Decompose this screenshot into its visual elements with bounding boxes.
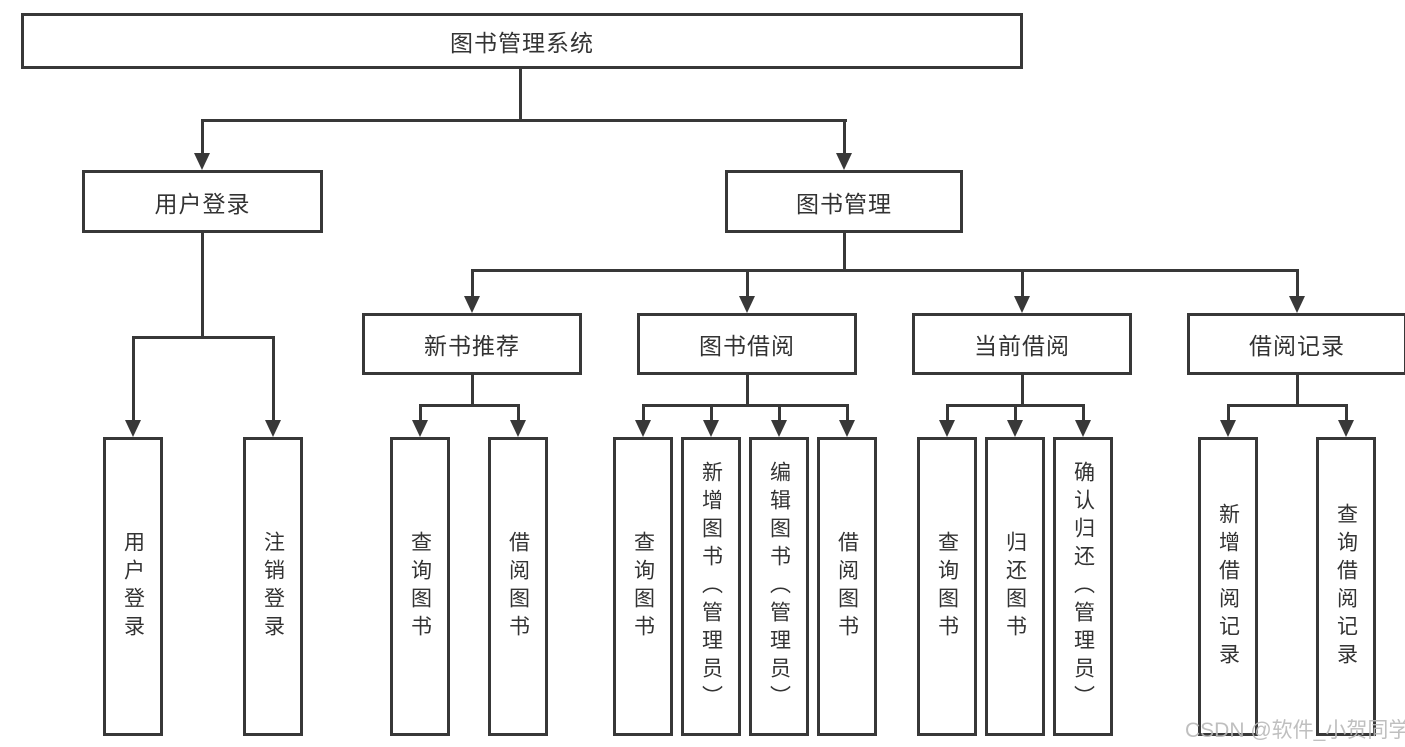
arrowhead (194, 153, 210, 170)
connector (642, 404, 645, 422)
connector (1227, 404, 1348, 407)
leaf-logout: 注销登录 (243, 437, 303, 736)
connector (946, 404, 949, 422)
connector (1296, 269, 1299, 299)
arrowhead (412, 420, 428, 437)
node-user-login-label: 用户登录 (154, 190, 251, 217)
connector (710, 404, 713, 422)
connector (746, 375, 749, 406)
connector (1082, 404, 1085, 422)
leaf-borrow-books-recommend: 借阅图书 (488, 437, 548, 736)
arrowhead (635, 420, 651, 437)
arrowhead (1007, 420, 1023, 437)
node-new-book-recommend-label: 新书推荐 (424, 333, 520, 359)
leaf-query-books-current-label: 查询图书 (935, 530, 959, 643)
connector (1345, 404, 1348, 422)
connector (419, 404, 422, 422)
connector (519, 68, 522, 120)
node-book-borrowing-label: 图书借阅 (699, 333, 795, 359)
arrowhead (1014, 296, 1030, 313)
connector (1021, 269, 1024, 299)
connector (642, 404, 849, 407)
leaf-return-books: 归还图书 (985, 437, 1045, 736)
leaf-logout-label: 注销登录 (261, 530, 285, 643)
leaf-query-books-borrowing-label: 查询图书 (631, 530, 655, 643)
node-user-login: 用户登录 (82, 170, 323, 233)
connector (201, 233, 204, 338)
connector (517, 404, 520, 422)
node-book-management-label: 图书管理 (796, 190, 892, 217)
leaf-user-login: 用户登录 (103, 437, 163, 736)
leaf-query-books-borrowing: 查询图书 (613, 437, 673, 736)
connector (419, 404, 520, 407)
connector (201, 119, 204, 155)
arrowhead (771, 420, 787, 437)
node-current-borrowing: 当前借阅 (912, 313, 1132, 375)
arrowhead (125, 420, 141, 437)
connector (471, 269, 1299, 272)
arrowhead (703, 420, 719, 437)
watermark: CSDN @软件_小贺同学 (1185, 719, 1405, 742)
node-root: 图书管理系统 (21, 13, 1023, 69)
connector (272, 336, 275, 422)
connector (1227, 404, 1230, 422)
arrowhead (939, 420, 955, 437)
leaf-confirm-return-admin-label: 确认归还（管理员） (1071, 460, 1095, 713)
leaf-query-books-recommend-label: 查询图书 (408, 530, 432, 643)
arrowhead (1220, 420, 1236, 437)
connector (201, 119, 847, 122)
leaf-edit-books-admin: 编辑图书（管理员） (749, 437, 809, 736)
arrowhead (464, 296, 480, 313)
connector (1021, 375, 1024, 406)
arrowhead (839, 420, 855, 437)
leaf-borrow-books-recommend-label: 借阅图书 (506, 530, 530, 643)
connector (1296, 375, 1299, 406)
leaf-return-books-label: 归还图书 (1003, 530, 1027, 643)
connector (132, 336, 275, 339)
leaf-edit-books-admin-label: 编辑图书（管理员） (767, 460, 791, 713)
connector (471, 375, 474, 406)
arrowhead (265, 420, 281, 437)
node-book-management: 图书管理 (725, 170, 963, 233)
leaf-query-borrow-record-label: 查询借阅记录 (1334, 502, 1358, 671)
leaf-user-login-label: 用户登录 (121, 530, 145, 643)
connector (471, 269, 474, 299)
connector (846, 404, 849, 422)
leaf-confirm-return-admin: 确认归还（管理员） (1053, 437, 1113, 736)
leaf-query-borrow-record: 查询借阅记录 (1316, 437, 1376, 736)
connector (132, 336, 135, 422)
leaf-query-books-current: 查询图书 (917, 437, 977, 736)
connector (843, 119, 846, 155)
connector (746, 269, 749, 299)
arrowhead (510, 420, 526, 437)
arrowhead (1075, 420, 1091, 437)
leaf-add-books-admin-label: 新增图书（管理员） (699, 460, 723, 713)
connector (843, 233, 846, 271)
leaf-borrow-books-borrowing-label: 借阅图书 (835, 530, 859, 643)
leaf-add-borrow-record-label: 新增借阅记录 (1216, 502, 1240, 671)
node-root-label: 图书管理系统 (450, 30, 594, 56)
node-current-borrowing-label: 当前借阅 (974, 333, 1070, 359)
node-borrowing-records-label: 借阅记录 (1249, 333, 1345, 359)
arrowhead (1289, 296, 1305, 313)
leaf-add-borrow-record: 新增借阅记录 (1198, 437, 1258, 736)
connector (778, 404, 781, 422)
arrowhead (1338, 420, 1354, 437)
arrowhead (836, 153, 852, 170)
node-new-book-recommend: 新书推荐 (362, 313, 582, 375)
leaf-borrow-books-borrowing: 借阅图书 (817, 437, 877, 736)
node-book-borrowing: 图书借阅 (637, 313, 857, 375)
node-borrowing-records: 借阅记录 (1187, 313, 1405, 375)
connector (1014, 404, 1017, 422)
leaf-query-books-recommend: 查询图书 (390, 437, 450, 736)
arrowhead (739, 296, 755, 313)
leaf-add-books-admin: 新增图书（管理员） (681, 437, 741, 736)
